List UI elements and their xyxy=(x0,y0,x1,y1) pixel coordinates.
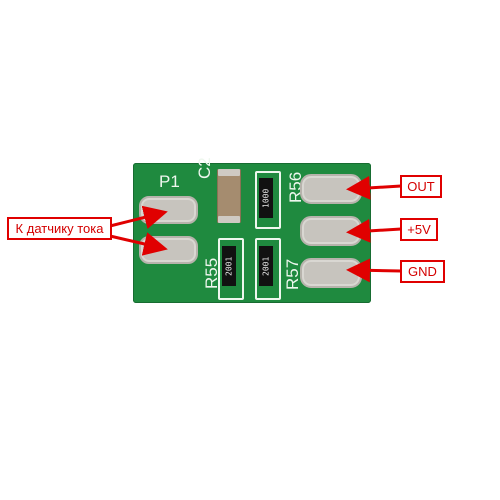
capacitor-c2 xyxy=(217,169,241,223)
arrow-gnd xyxy=(346,258,402,283)
resistor-r55-outline xyxy=(218,238,244,300)
callout-out: OUT xyxy=(400,175,442,198)
silk-p1: P1 xyxy=(159,172,180,191)
arrow-sensor-top xyxy=(109,205,168,230)
callout-plus5v: +5V xyxy=(400,218,438,241)
arrow-out xyxy=(346,175,402,200)
resistor-r57-outline xyxy=(255,238,281,300)
resistor-r56-outline xyxy=(255,171,281,229)
arrow-sensor-bottom xyxy=(109,232,168,256)
callout-gnd: GND xyxy=(400,260,445,283)
callout-sensor: К датчику тока xyxy=(7,217,112,240)
arrow-plus5v xyxy=(346,218,402,243)
